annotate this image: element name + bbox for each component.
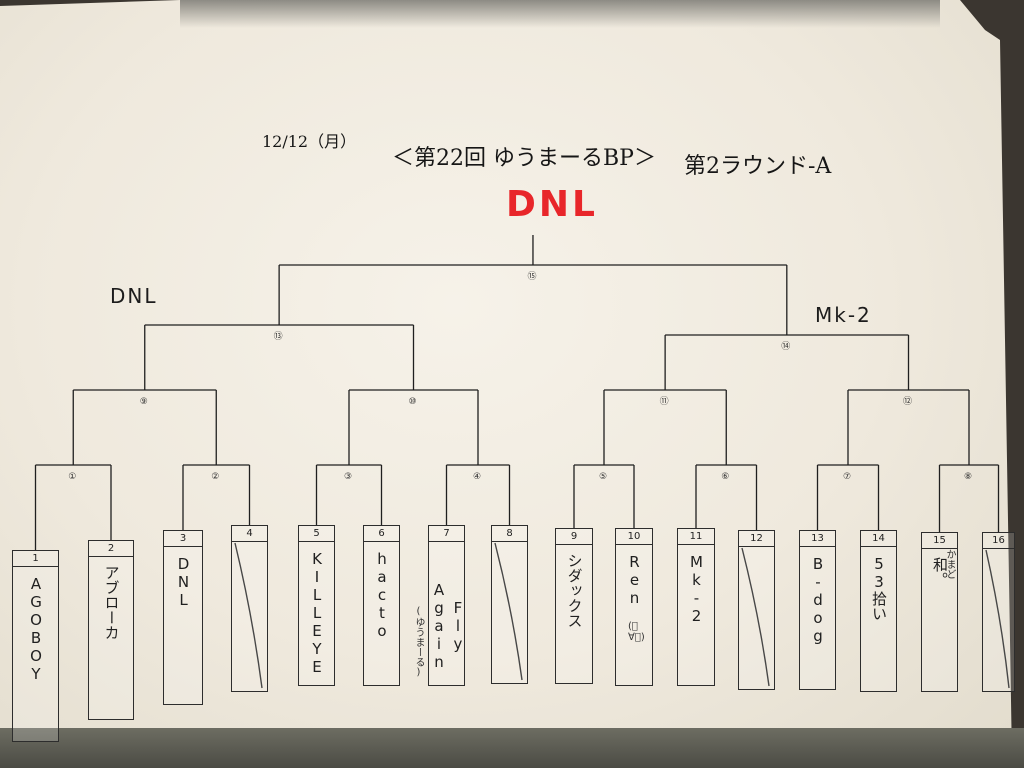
- entry-name: AGOBOY: [27, 575, 45, 683]
- bye-strike: [494, 542, 523, 681]
- entry-name: Ren: [625, 553, 644, 607]
- match-number-11: ⑪: [659, 397, 669, 407]
- entry-name: 53拾い: [870, 555, 888, 621]
- bye-strike: [985, 549, 1010, 689]
- entry-name: アブローカ: [102, 565, 121, 640]
- entry-name: KILLEYE: [308, 550, 326, 676]
- entry-slot-2: 2 アブローカ: [88, 540, 134, 720]
- entry-note: かまど: [944, 549, 955, 579]
- match-number-6: ⑥: [721, 472, 730, 482]
- match-number-9: ⑨: [139, 397, 148, 407]
- entry-name: DNL: [174, 555, 193, 609]
- entry-number: 8: [492, 526, 527, 542]
- match-number-7: ⑦: [842, 472, 852, 482]
- entry-number: 12: [739, 531, 774, 547]
- match-number-13: ⑬: [273, 332, 283, 342]
- header-event: ＜第22回 ゆうまーるBP＞: [392, 146, 656, 171]
- entry-note: (ﾟ∀ﾟ): [628, 621, 645, 643]
- entry-number: 1: [13, 551, 58, 567]
- entry-slot-14: 14 53拾い: [860, 530, 897, 692]
- entry-name: シダックス: [565, 553, 584, 628]
- match-number-15: ⑮: [527, 272, 537, 282]
- entry-slot-4: 4: [231, 525, 268, 692]
- left-semifinal-winner: DNL: [110, 284, 158, 308]
- match-number-5: ⑤: [598, 472, 608, 482]
- match-number-12: ⑫: [902, 397, 912, 407]
- entry-note: (ゆうまーる): [413, 606, 424, 678]
- match-number-4: ④: [472, 472, 482, 482]
- entry-slot-16: 16: [982, 532, 1015, 692]
- entry-number: 14: [861, 531, 896, 547]
- entry-number: 15: [922, 533, 957, 549]
- entry-number: 4: [232, 526, 267, 542]
- bye-strike: [234, 542, 263, 689]
- table-edge: [0, 728, 1024, 768]
- header-date: 12/12（月）: [262, 132, 357, 151]
- match-number-10: ⑩: [408, 397, 417, 407]
- entry-slot-9: 9 シダックス: [555, 528, 593, 684]
- entry-number: 10: [616, 529, 652, 545]
- match-number-3: ③: [343, 472, 353, 482]
- entry-slot-15: 15 和。かまど: [921, 532, 958, 692]
- entry-number: 7: [429, 526, 464, 542]
- entry-slot-12: 12: [738, 530, 775, 690]
- entry-slot-6: 6 hacto: [363, 525, 400, 686]
- entry-name: Mk-2: [687, 553, 706, 625]
- entry-number: 11: [678, 529, 714, 545]
- right-semifinal-winner: Mk-2: [815, 303, 872, 327]
- entry-name: B-dog: [809, 555, 827, 645]
- header-round: 第2ラウンド-A: [684, 154, 832, 179]
- entry-number: 13: [800, 531, 835, 547]
- entry-slot-8: 8: [491, 525, 528, 684]
- entry-number: 5: [299, 526, 334, 542]
- entry-name: 和。: [931, 557, 949, 587]
- entry-number: 16: [983, 533, 1014, 549]
- entry-name: hacto: [373, 550, 391, 640]
- entry-number: 2: [89, 541, 133, 557]
- entry-number: 6: [364, 526, 399, 542]
- match-number-2: ②: [211, 472, 220, 482]
- entry-name: Fly Again: [430, 580, 467, 671]
- fold-shadow: [180, 0, 940, 28]
- match-number-14: ⑭: [781, 342, 791, 352]
- bye-strike: [741, 547, 770, 687]
- entry-number: 9: [556, 529, 592, 545]
- match-number-1: ①: [68, 472, 77, 482]
- champion-label: DNL: [506, 184, 598, 225]
- match-number-8: ⑧: [963, 472, 973, 482]
- entry-number: 3: [164, 531, 202, 547]
